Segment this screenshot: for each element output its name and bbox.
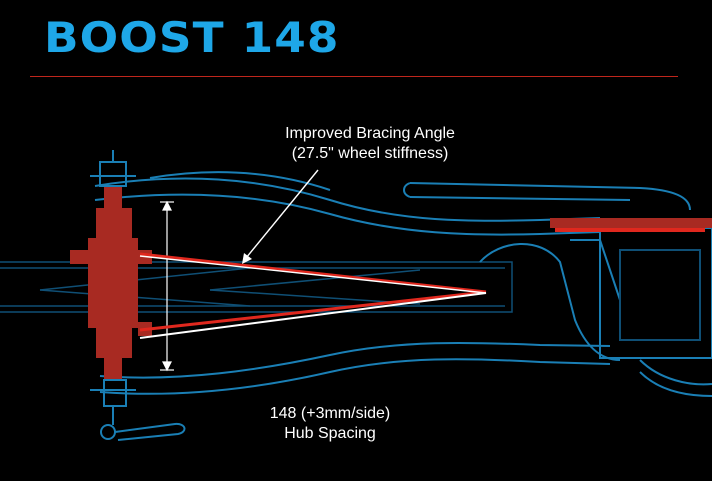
bracing-angle-label: Improved Bracing Angle (27.5" wheel stif… bbox=[230, 124, 510, 164]
hub-spacing-line2: Hub Spacing bbox=[284, 425, 376, 442]
hub-spacing-dimension bbox=[160, 200, 174, 372]
chainring bbox=[550, 218, 712, 232]
arrow-pointer-icon bbox=[242, 169, 319, 264]
axle bbox=[90, 150, 136, 407]
hub bbox=[70, 186, 152, 380]
bracing-angle-line1: Improved Bracing Angle bbox=[285, 125, 455, 142]
hub-spacing-line1: 148 (+3mm/side) bbox=[269, 405, 391, 422]
bracing-lines bbox=[139, 252, 487, 339]
chainstay-lower bbox=[99, 341, 611, 395]
hub-spacing-label: 148 (+3mm/side) Hub Spacing bbox=[230, 404, 430, 444]
title-divider bbox=[30, 76, 678, 77]
quick-release-lever-icon bbox=[100, 406, 186, 441]
bottom-bracket bbox=[599, 227, 712, 397]
page-title: BOOST 148 bbox=[44, 13, 340, 62]
bracing-angle-line2: (27.5" wheel stiffness) bbox=[291, 145, 449, 162]
top-tube bbox=[403, 182, 691, 211]
chainstay-upper bbox=[94, 171, 601, 236]
